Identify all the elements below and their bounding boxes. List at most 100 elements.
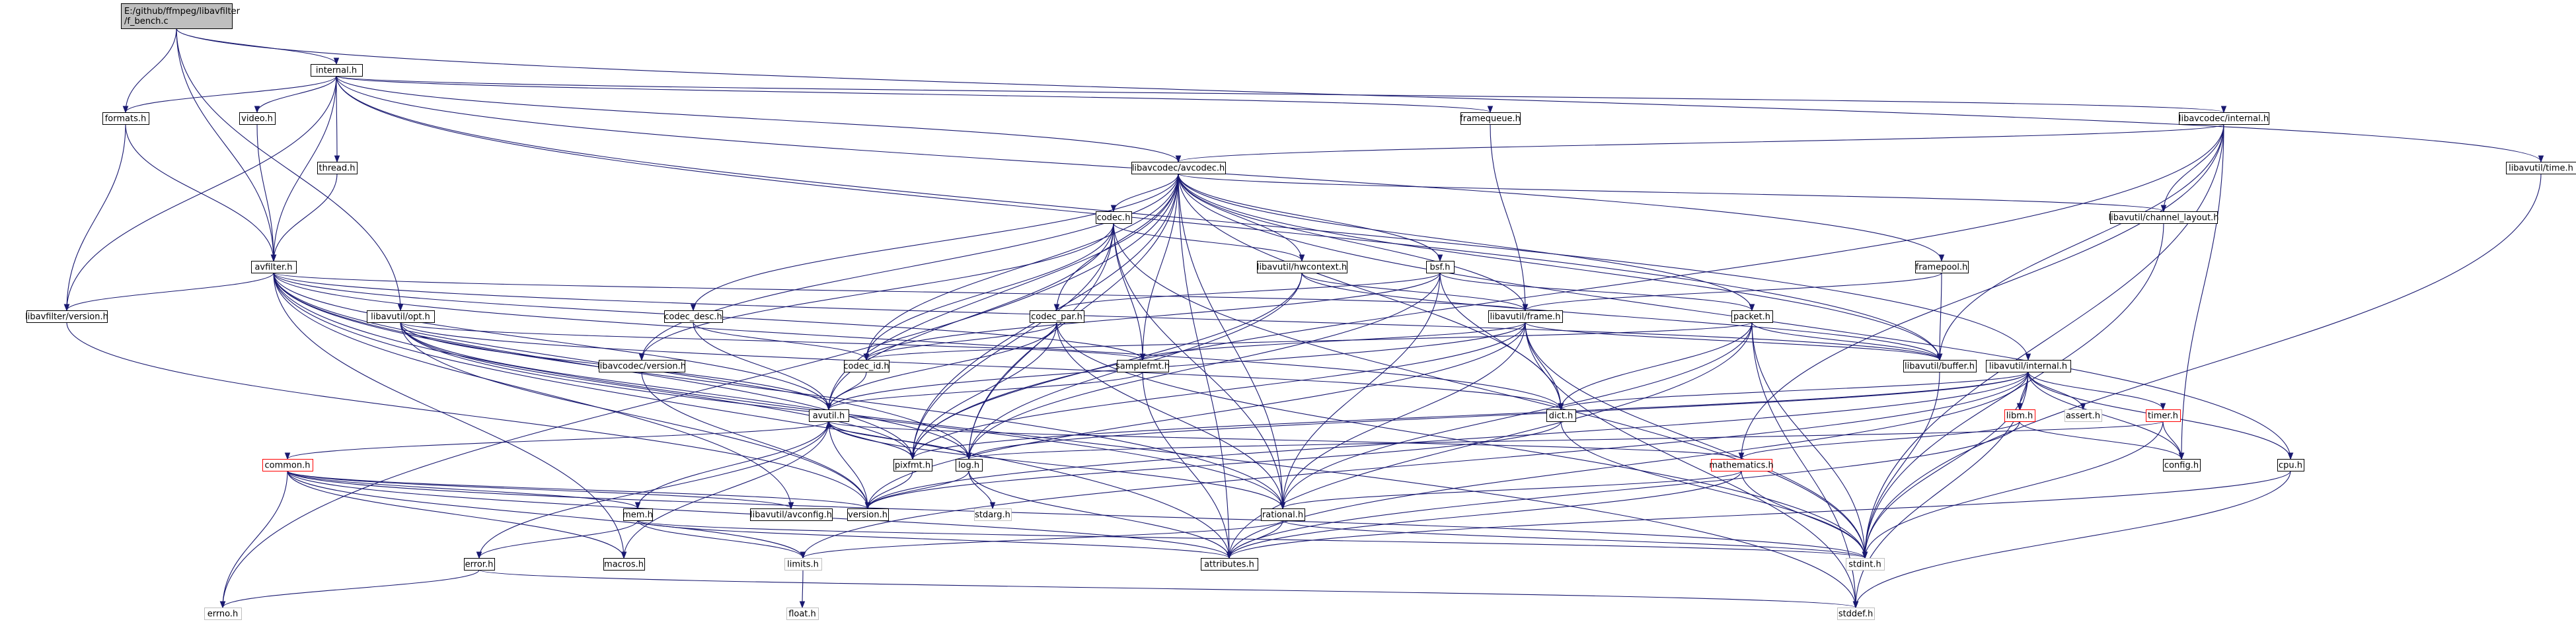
node-box bbox=[1915, 261, 1969, 273]
node-lavu_hwcontext_h[interactable]: libavutil/hwcontext.h bbox=[1257, 261, 1347, 273]
arrowhead bbox=[1558, 403, 1564, 411]
node-box bbox=[1460, 112, 1521, 125]
node-box bbox=[956, 459, 983, 471]
node-lavc_avcodec_h[interactable]: libavcodec/avcodec.h bbox=[1131, 162, 1226, 174]
edge-limits_h-to-float_h bbox=[799, 569, 806, 609]
node-label: rational.h bbox=[1262, 510, 1303, 520]
node-stdint_h[interactable]: stdint.h bbox=[1846, 558, 1885, 571]
node-thread_h[interactable]: thread.h bbox=[317, 162, 358, 174]
edge-lavu_buffer_h-to-stdint_h bbox=[1862, 371, 1940, 559]
node-limits_h[interactable]: limits.h bbox=[784, 558, 822, 571]
node-lavu_frame_h[interactable]: libavutil/frame.h bbox=[1488, 310, 1563, 323]
edge-internal_h-to-lavc_avcodec_h bbox=[336, 75, 1182, 163]
node-codec_par_h[interactable]: codec_par.h bbox=[1030, 310, 1084, 323]
edge-common_h-to-macros_h bbox=[287, 470, 627, 559]
node-lavu_opt_h[interactable]: libavutil/opt.h bbox=[367, 310, 435, 323]
edge-samplefmt_h-to-avutil_h bbox=[825, 371, 1143, 411]
arrowhead bbox=[63, 304, 70, 312]
node-config_h[interactable]: config.h bbox=[2163, 459, 2201, 471]
edge-lavu_frame_h-to-lavu_buffer_h bbox=[1525, 322, 1943, 361]
node-label: libavutil/avconfig.h bbox=[750, 510, 832, 520]
arrowhead bbox=[254, 106, 260, 114]
graph-edges bbox=[63, 28, 2544, 609]
node-errno_h[interactable]: errno.h bbox=[204, 608, 242, 620]
node-version_h[interactable]: version.h bbox=[847, 508, 889, 521]
edge-mem_h-to-stdint_h bbox=[637, 520, 1868, 559]
node-float_h[interactable]: float.h bbox=[786, 608, 819, 620]
node-libm_h[interactable]: libm.h bbox=[2004, 409, 2035, 422]
edge-log_h-to-stdarg_h bbox=[968, 470, 996, 510]
node-attributes_h[interactable]: attributes.h bbox=[1201, 558, 1258, 571]
node-codec_id_h[interactable]: codec_id.h bbox=[843, 360, 890, 372]
arrowhead bbox=[2016, 403, 2023, 411]
arrowhead bbox=[1437, 254, 1443, 262]
node-mem_h[interactable]: mem.h bbox=[623, 508, 653, 521]
node-timer_h[interactable]: timer.h bbox=[2146, 409, 2181, 422]
node-lavu_avconfig_h[interactable]: libavutil/avconfig.h bbox=[750, 508, 833, 521]
node-box bbox=[784, 558, 822, 571]
node-error_h[interactable]: error.h bbox=[464, 558, 495, 571]
arrowhead bbox=[1936, 353, 1943, 361]
node-lavu_time_h[interactable]: libavutil/time.h bbox=[2506, 162, 2576, 174]
node-log_h[interactable]: log.h bbox=[956, 459, 983, 471]
edge-mem_h-to-error_h bbox=[476, 520, 638, 559]
node-samplefmt_h[interactable]: samplefmt.h bbox=[1116, 360, 1170, 372]
node-label: libavutil/frame.h bbox=[1490, 312, 1561, 322]
node-dict_h[interactable]: dict.h bbox=[1546, 409, 1576, 422]
node-box bbox=[1488, 310, 1563, 323]
node-lavu_channel_layout_h[interactable]: libavutil/channel_layout.h bbox=[2109, 211, 2219, 224]
edge-lavu_internal_h-to-attributes_h bbox=[1226, 371, 2029, 559]
node-label: pixfmt.h bbox=[895, 461, 930, 471]
node-codec_desc_h[interactable]: codec_desc.h bbox=[664, 310, 723, 323]
edge-avfilter_h-to-lavu_avconfig_h bbox=[273, 272, 794, 510]
node-bsf_h[interactable]: bsf.h bbox=[1426, 261, 1455, 273]
node-internal_h[interactable]: internal.h bbox=[311, 64, 363, 77]
arrowhead bbox=[122, 106, 129, 114]
edge-bsf_h-to-dict_h bbox=[1439, 272, 1564, 411]
edge-avutil_h-to-error_h bbox=[476, 421, 829, 559]
node-formats_h[interactable]: formats.h bbox=[102, 112, 149, 125]
node-box bbox=[464, 558, 495, 571]
node-lavu_internal_h[interactable]: libavutil/internal.h bbox=[1986, 360, 2071, 372]
node-label: framepool.h bbox=[1916, 263, 1968, 273]
node-pixfmt_h[interactable]: pixfmt.h bbox=[893, 459, 932, 471]
node-label: mathematics.h bbox=[1709, 461, 1774, 471]
node-codec_h[interactable]: codec.h bbox=[1096, 211, 1132, 224]
node-cpu_h[interactable]: cpu.h bbox=[2277, 459, 2304, 471]
node-video_h[interactable]: video.h bbox=[239, 112, 276, 125]
node-label: formats.h bbox=[105, 114, 147, 124]
node-framepool_h[interactable]: framepool.h bbox=[1915, 261, 1969, 273]
node-label: stdarg.h bbox=[975, 510, 1010, 520]
node-box bbox=[750, 508, 833, 521]
node-stddef_h[interactable]: stddef.h bbox=[1837, 608, 1875, 620]
node-stdarg_h[interactable]: stdarg.h bbox=[974, 508, 1012, 521]
arrowhead bbox=[1938, 254, 1945, 262]
edge-common_h-to-version_h bbox=[287, 470, 871, 510]
node-lavc_internal_h[interactable]: libavcodec/internal.h bbox=[2179, 112, 2269, 125]
node-assert_h[interactable]: assert.h bbox=[2065, 409, 2102, 422]
edge-avfilter_h-to-macros_h bbox=[273, 272, 627, 559]
node-rational_h[interactable]: rational.h bbox=[1261, 508, 1305, 521]
node-box bbox=[1986, 360, 2071, 372]
node-root[interactable]: E:/github/ffmpeg/libavfilter/f_bench.c bbox=[121, 3, 241, 29]
node-label: float.h bbox=[788, 609, 816, 619]
arrowhead bbox=[1226, 551, 1232, 559]
node-macros_h[interactable]: macros.h bbox=[603, 558, 645, 571]
arrowhead bbox=[825, 420, 832, 428]
arrowhead bbox=[1862, 551, 1868, 559]
node-lavfilter_version_h[interactable]: libavfilter/version.h bbox=[25, 310, 108, 323]
node-avutil_h[interactable]: avutil.h bbox=[809, 409, 849, 422]
node-framequeue_h[interactable]: framequeue.h bbox=[1460, 112, 1521, 125]
node-common_h[interactable]: common.h bbox=[262, 459, 313, 471]
edge-lavu_internal_h-to-version_h bbox=[864, 371, 2029, 510]
edge-lavu_internal_h-to-limits_h bbox=[800, 371, 2029, 559]
node-lavu_buffer_h[interactable]: libavutil/buffer.h bbox=[1903, 360, 1977, 372]
node-box bbox=[2506, 162, 2576, 174]
node-box bbox=[664, 310, 723, 323]
node-lavc_version_h[interactable]: libavcodec/version.h bbox=[597, 360, 686, 372]
node-packet_h[interactable]: packet.h bbox=[1731, 310, 1773, 323]
node-box bbox=[2065, 409, 2102, 422]
node-avfilter_h[interactable]: avfilter.h bbox=[251, 261, 297, 273]
node-mathematics_h[interactable]: mathematics.h bbox=[1709, 459, 1774, 471]
node-label: version.h bbox=[848, 510, 888, 520]
